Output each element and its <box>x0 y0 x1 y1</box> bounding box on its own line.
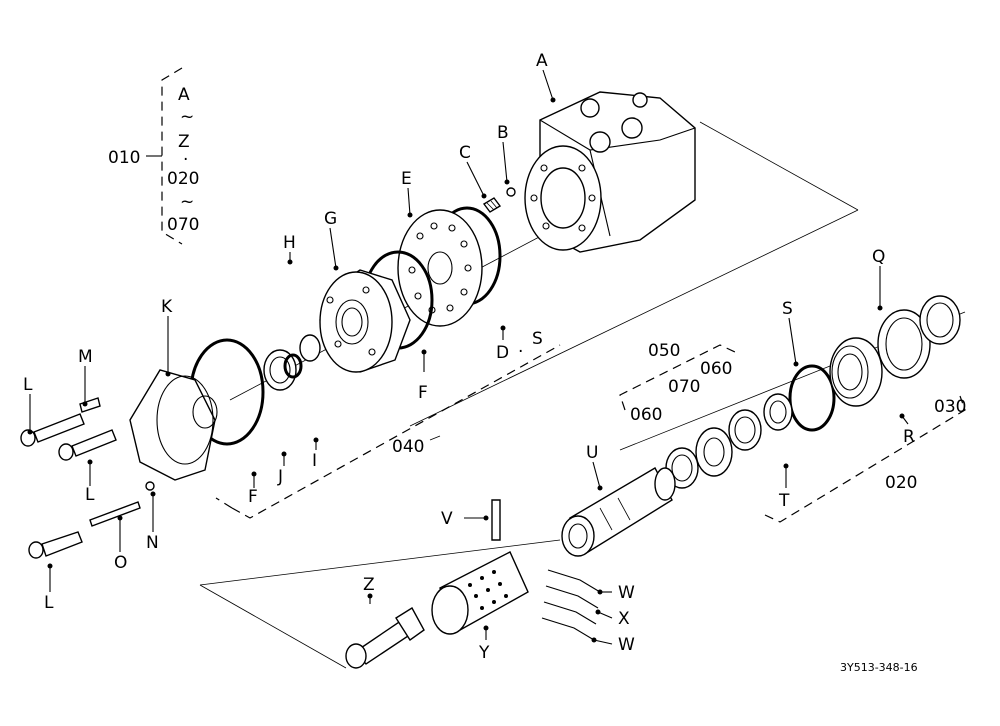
bearing-070 <box>695 427 733 477</box>
thrust-washer-t <box>763 393 793 431</box>
group-040-outline: 040 <box>215 344 561 519</box>
group-010-bracket: 010 A ~ Z . 020 ~ 070 <box>108 67 199 245</box>
label-code-060-right: 060 <box>700 359 732 379</box>
group-range-070: 070 <box>167 215 199 235</box>
cap-bolt-2 <box>58 429 117 461</box>
distributor-plate <box>397 206 502 327</box>
spool-u <box>561 467 676 557</box>
dowel-pin <box>79 397 101 413</box>
label-part-t: T <box>778 491 790 511</box>
label-part-x: X <box>618 609 630 629</box>
ball-n <box>145 481 155 491</box>
label-part-f-1: F <box>248 487 258 507</box>
label-code-070: 070 <box>668 377 700 397</box>
group-010-code: 010 <box>108 148 140 168</box>
label-part-l-1: L <box>23 375 33 395</box>
washer-060-right <box>728 409 762 451</box>
label-part-g: G <box>324 209 337 229</box>
label-part-o: O <box>114 553 127 573</box>
check-ball <box>506 187 516 197</box>
label-part-e: E <box>401 169 412 189</box>
label-part-s: S <box>782 299 793 319</box>
seal-ring-q <box>877 309 931 379</box>
label-code-030: 030 <box>934 397 966 417</box>
group-range-start: A <box>178 85 190 105</box>
group-range-tilde-2: ~ <box>180 192 194 212</box>
label-part-d-s: S <box>532 329 543 349</box>
valve-housing <box>524 91 696 253</box>
group-range-dot: . <box>183 145 188 165</box>
label-part-r: R <box>903 427 915 447</box>
seal-housing-r <box>829 337 883 407</box>
label-part-w-2: W <box>618 635 635 655</box>
code-020: 020 <box>885 473 917 493</box>
leader-lines <box>27 69 909 645</box>
long-rod <box>89 501 141 527</box>
drawing-reference-number: 3Y513-348-16 <box>840 661 918 674</box>
label-part-j: J <box>277 467 283 487</box>
end-cap <box>129 369 218 481</box>
group-range-020: 020 <box>167 169 199 189</box>
label-part-f-2: F <box>418 383 428 403</box>
sleeve-y <box>431 551 529 635</box>
cross-pin-v <box>491 499 501 541</box>
label-part-a: A <box>536 51 548 71</box>
code-040: 040 <box>392 437 424 457</box>
label-part-m: M <box>78 347 93 367</box>
label-part-y: Y <box>478 643 490 663</box>
label-part-h: H <box>283 233 296 253</box>
label-part-z: Z <box>363 575 375 595</box>
spacer <box>299 334 321 362</box>
label-part-d: D <box>496 343 509 363</box>
part-labels: A B C E G H K M L L L N O F J I F D . S … <box>23 51 966 663</box>
label-part-v: V <box>441 509 453 529</box>
label-part-u: U <box>586 443 598 463</box>
label-part-b: B <box>497 123 509 143</box>
check-spring <box>482 197 502 213</box>
label-part-n: N <box>146 533 159 553</box>
label-part-c: C <box>459 143 471 163</box>
plug-with-o-ring <box>263 349 303 391</box>
gerotor-set <box>319 250 434 373</box>
group-050-outline: 050 <box>619 341 736 411</box>
seal-ring-030 <box>919 295 961 345</box>
cardan-shaft-z <box>345 607 425 669</box>
label-part-l-3: L <box>44 593 54 613</box>
cap-bolt-3 <box>28 531 83 559</box>
code-050: 050 <box>648 341 680 361</box>
label-part-i: I <box>312 451 317 471</box>
group-020-outline: 020 <box>764 395 966 523</box>
label-part-w-1: W <box>618 583 635 603</box>
group-range-z: Z <box>178 132 190 152</box>
centering-springs <box>541 569 601 641</box>
label-part-q: Q <box>872 247 885 267</box>
o-ring-s <box>788 364 836 432</box>
label-part-d-dot: . <box>518 337 523 357</box>
label-part-l-2: L <box>85 485 95 505</box>
group-range-tilde-1: ~ <box>180 107 194 127</box>
label-part-k: K <box>161 297 173 317</box>
label-code-060-left: 060 <box>630 405 662 425</box>
